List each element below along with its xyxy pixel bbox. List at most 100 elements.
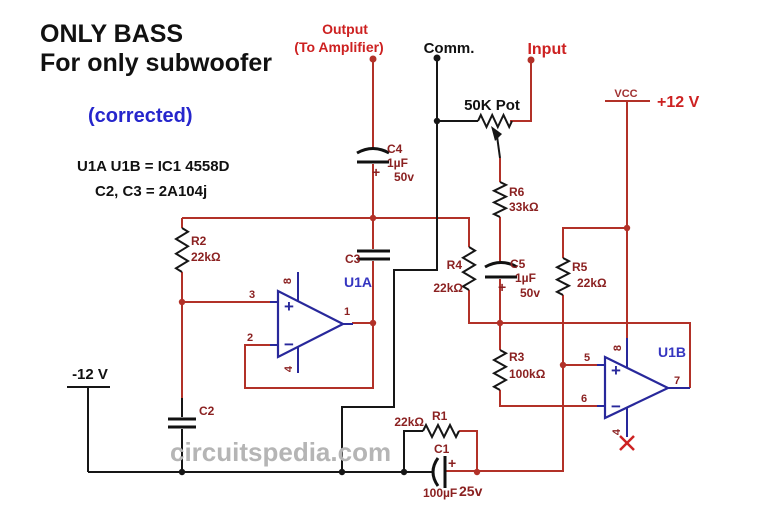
page-title-line1: ONLY BASS (40, 20, 183, 48)
output-label-line1: Output (322, 21, 368, 37)
u1b-label: U1B (658, 344, 686, 360)
junction-c4-c3 (369, 214, 377, 222)
c4-voltage: 50v (394, 170, 414, 184)
junction-comm-pot (433, 117, 441, 125)
u1a-triangle (276, 289, 346, 359)
resistor-r4 (461, 246, 477, 291)
r5-name: R5 (572, 260, 588, 274)
junction-c5-r3 (496, 319, 504, 327)
junction-dots (178, 54, 631, 476)
pot-label: 50K Pot (464, 97, 520, 114)
corrected-note: (corrected) (88, 105, 192, 127)
wire-r5-top-lead (562, 227, 627, 258)
u1b-plus-sign: + (611, 361, 621, 380)
c4-value: 1µF (387, 156, 408, 170)
r3-value: 100kΩ (509, 367, 546, 381)
c5-voltage: 50v (520, 286, 540, 300)
u1a-minus-sign: − (284, 335, 294, 354)
r6-value: 33kΩ (509, 200, 539, 214)
opamp-u1a: + − (270, 272, 353, 373)
u1a-pin2-label: 2 (247, 332, 253, 344)
resistor-r3 (491, 349, 509, 391)
u1a-pin3-label: 3 (249, 289, 255, 301)
wire-bias-return (446, 365, 564, 472)
junction-comm-rail (338, 468, 346, 476)
c3-name: C3 (345, 252, 361, 266)
input-terminal-dot (527, 56, 535, 64)
u1b-pin6-label: 6 (581, 393, 587, 405)
u1b-pin4-label: 4 (611, 428, 623, 435)
u1a-plus-sign: + (284, 297, 294, 316)
plus12v-label: +12 V (657, 94, 700, 111)
r6-name: R6 (509, 185, 525, 199)
resistor-r2 (174, 227, 190, 273)
u1b-minus-sign: − (611, 397, 621, 416)
c5-value: 1µF (515, 271, 536, 285)
u1a-pin1-label: 1 (344, 306, 350, 318)
opamp-u1b: + − (597, 338, 690, 451)
wire-input-drop (510, 62, 532, 122)
junction-c2-rail (178, 468, 186, 476)
r2-name: R2 (191, 234, 207, 248)
potentiometer-50k (477, 112, 513, 130)
vcc-label: VCC (614, 88, 637, 100)
c1-voltage: 25v (459, 483, 483, 499)
u1b-pin4-x-mark (619, 435, 635, 451)
wire-node-a (182, 217, 470, 247)
wire-u1a-feedback (244, 323, 374, 389)
r2-value: 22kΩ (191, 250, 221, 264)
junction-u1a-out (369, 319, 377, 327)
page-title-line2: For only subwoofer (40, 49, 272, 77)
output-label-line2: (To Amplifier) (294, 39, 383, 55)
resistor-r1 (422, 422, 460, 440)
resistors (174, 112, 572, 440)
wire-r3-to-pin6 (499, 390, 597, 407)
comm-terminal-dot (433, 54, 441, 62)
junction-c1-r1-right (473, 468, 481, 476)
junction-r5-pin5 (559, 361, 567, 369)
cap-note: C2, C3 = 2A104j (95, 183, 207, 200)
u1a-pin8-label: 8 (282, 278, 294, 284)
c1-plus: + (448, 455, 456, 471)
minus12v-label: -12 V (72, 366, 108, 383)
resistor-r6 (491, 181, 509, 218)
wire-comm-drop (341, 60, 438, 472)
c2-name: C2 (199, 404, 215, 418)
wire-r1-left-lead (403, 430, 423, 472)
c1-value: 100µF (423, 486, 457, 500)
capacitors (168, 147, 518, 488)
c1-name: C1 (434, 442, 450, 456)
r1-name: R1 (432, 409, 448, 423)
wire-r1-right-lead (459, 430, 478, 472)
red-wires (181, 62, 691, 472)
junction-vcc-r5 (623, 224, 631, 232)
r4-value: 22kΩ (433, 281, 463, 295)
c5-plus: + (498, 279, 506, 295)
comm-label: Comm. (424, 40, 475, 57)
pot-wiper-arrow (491, 126, 502, 141)
u1b-pin7-label: 7 (674, 375, 680, 387)
junction-r2-pin3 (178, 298, 186, 306)
r3-name: R3 (509, 350, 525, 364)
labels: ONLY BASS For only subwoofer (corrected)… (40, 20, 700, 500)
ic-note: U1A U1B = IC1 4558D (77, 158, 230, 175)
c5-name: C5 (510, 257, 526, 271)
input-label: Input (527, 41, 567, 58)
watermark: circuitspedia.com (170, 437, 391, 467)
c4-name: C4 (387, 142, 403, 156)
r4-name: R4 (447, 258, 463, 272)
resistor-r5 (554, 257, 572, 296)
u1b-pin5-label: 5 (584, 352, 590, 364)
wire-wiper-upper (496, 135, 501, 159)
u1a-pin4-label: 4 (283, 365, 295, 372)
u1a-label: U1A (344, 274, 372, 290)
r1-value: 22kΩ (394, 415, 424, 429)
capacitor-c5-curved-plate (484, 261, 518, 269)
u1b-triangle (603, 355, 671, 420)
black-wires (67, 60, 501, 473)
junction-r1-rail (400, 468, 408, 476)
c4-plus: + (372, 164, 380, 180)
capacitor-c1-curved-plate (431, 457, 440, 487)
